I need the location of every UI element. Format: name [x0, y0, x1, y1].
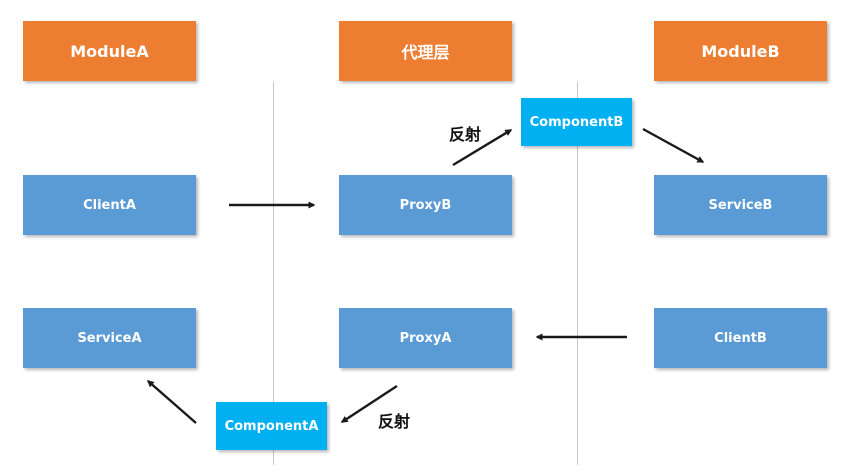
- module-b-header: ModuleB: [654, 21, 827, 81]
- module-a-header: ModuleA: [23, 21, 196, 81]
- proxy-layer-header: 代理层: [339, 21, 512, 81]
- reflect-label-top: 反射: [449, 125, 482, 144]
- service-b-node: ServiceB: [654, 175, 827, 235]
- arrow-componenta-to-servicea: [146, 380, 197, 424]
- component-a-node: ComponentA: [216, 402, 327, 450]
- reflect-label-bottom: 反射: [378, 412, 411, 431]
- arrow-proxya-to-componenta: [340, 384, 398, 424]
- proxy-a-node: ProxyA: [339, 308, 512, 368]
- component-b-node: ComponentB: [521, 98, 632, 146]
- arrow-proxyb-to-componentb: [452, 128, 513, 167]
- divider-left: [273, 82, 274, 465]
- service-a-node: ServiceA: [23, 308, 196, 368]
- proxy-b-node: ProxyB: [339, 175, 512, 235]
- client-b-node: ClientB: [654, 308, 827, 368]
- client-a-node: ClientA: [23, 175, 196, 235]
- arrow-componentb-to-serviceb: [642, 127, 705, 164]
- divider-right: [577, 82, 578, 465]
